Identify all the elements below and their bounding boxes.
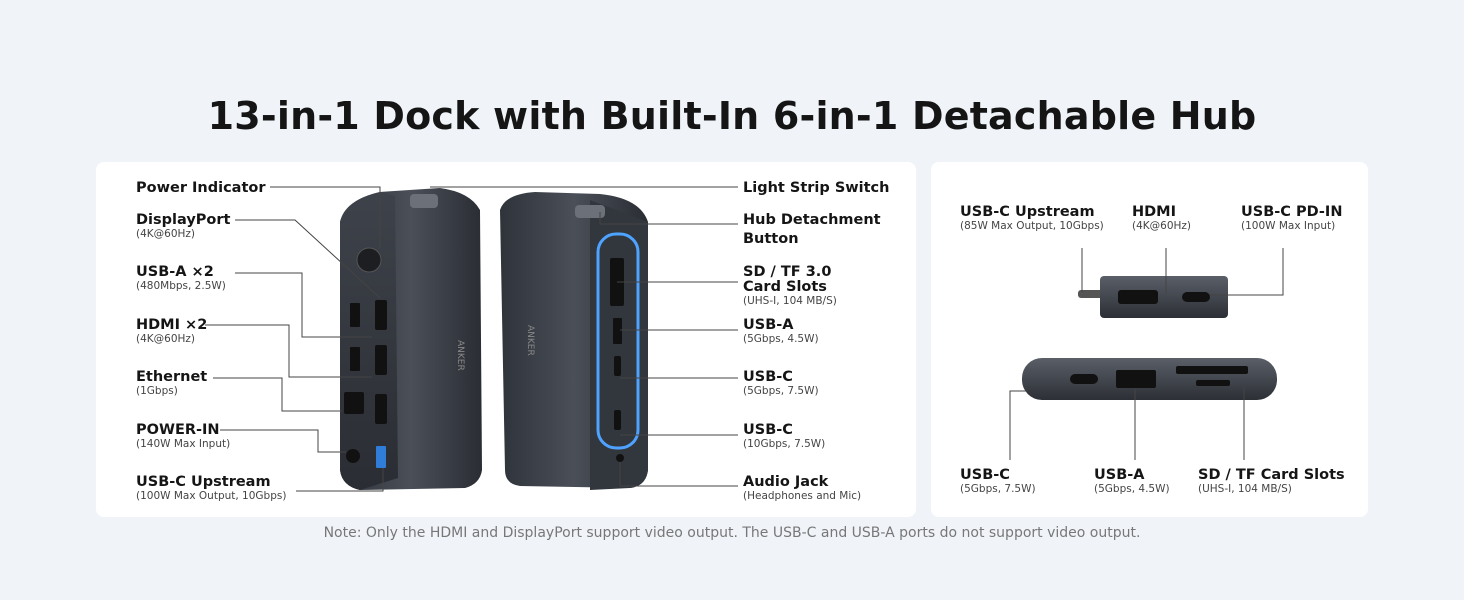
usb-a-port-icon [1116,370,1156,388]
brand-logo: ANKER [525,325,535,356]
usb-a-port-icon [350,303,360,327]
label-usb-a-5gbps: USB-A(5Gbps, 4.5W) [743,317,819,346]
label-hub-usb-c-upstream: USB-C Upstream(85W Max Output, 10Gbps) [960,204,1104,233]
usb-c-port-icon [614,410,621,430]
label-hdmi-x2: HDMI ×2(4K@60Hz) [136,317,208,346]
usb-c-pd-in-port-icon [1182,292,1210,302]
label-displayport: DisplayPort(4K@60Hz) [136,212,231,241]
brand-logo: ANKER [455,340,465,371]
hub-detachment-button-icon [575,205,605,218]
displayport-icon [375,300,387,330]
hdmi-port-icon [375,394,387,424]
page-title: 13-in-1 Dock with Built-In 6-in-1 Detach… [207,94,1257,138]
label-usb-c-10gbps: USB-C(10Gbps, 7.5W) [743,422,826,451]
tf-slot-icon [1196,380,1230,386]
label-audio-jack: Audio Jack(Headphones and Mic) [743,474,862,503]
sd-slot-icon [1176,366,1248,374]
hdmi-port-icon [375,345,387,375]
hub-top-view [1078,276,1228,318]
label-hub-usb-a: USB-A(5Gbps, 4.5W) [1094,467,1170,496]
label-hub-usb-c-pd-in: USB-C PD-IN(100W Max Input) [1241,204,1343,233]
usb-c-port-icon [1070,374,1098,384]
leader-lines [205,186,1284,492]
label-power-in: POWER-IN(140W Max Input) [136,422,231,451]
hdmi-port-icon [1118,290,1158,304]
label-hub-hdmi: HDMI(4K@60Hz) [1132,204,1192,233]
label-usb-a-x2: USB-A ×2(480Mbps, 2.5W) [136,264,226,293]
ethernet-port-icon [344,392,364,414]
audio-jack-icon [616,454,624,462]
hub-release-button [410,194,438,208]
dock-hub-view: ANKER [500,192,648,490]
label-ethernet: Ethernet(1Gbps) [136,369,208,398]
power-in-port-icon [346,449,360,463]
label-hub-usb-c: USB-C(5Gbps, 7.5W) [960,467,1036,496]
label-usb-c-upstream: USB-C Upstream(100W Max Output, 10Gbps) [136,474,287,503]
label-power-indicator: Power Indicator [136,180,266,196]
label-usb-c-5gbps: USB-C(5Gbps, 7.5W) [743,369,819,398]
usb-c-upstream-port-icon [376,446,386,468]
label-hub-sd-tf-card-slots: SD / TF Card Slots(UHS-I, 104 MB/S) [1198,467,1345,496]
hub-diagram-panel [931,162,1368,517]
usb-a-port-icon [613,318,622,344]
dock-front-view: ANKER [340,188,482,490]
hub-bottom-view [1022,358,1277,400]
usb-a-port-icon [350,347,360,371]
video-output-note: Note: Only the HDMI and DisplayPort supp… [323,525,1141,541]
usb-c-port-icon [614,356,621,376]
light-strip [596,232,640,450]
label-light-strip-switch: Light Strip Switch [743,180,890,196]
power-button-icon [356,247,382,273]
